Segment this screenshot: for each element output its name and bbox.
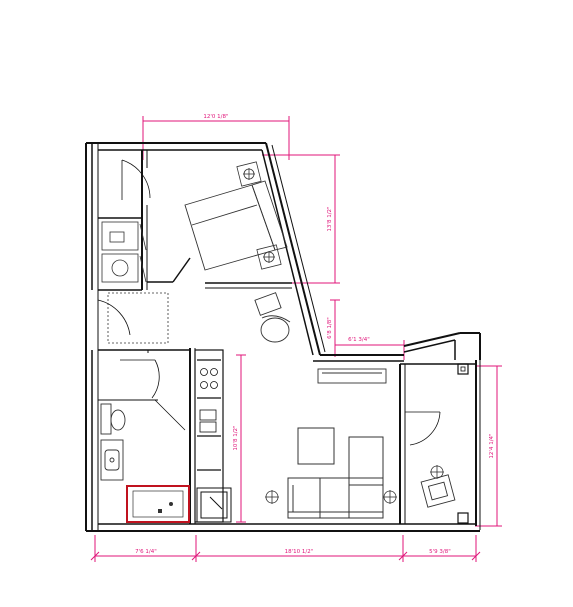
tv-console bbox=[317, 368, 387, 384]
dim-bedroom-width: 12'0 1/8" bbox=[203, 114, 228, 120]
bathroom-fixtures bbox=[100, 403, 126, 481]
dim-bottom-right: 5'9 3/8" bbox=[429, 549, 451, 555]
balcony-side-table bbox=[430, 465, 444, 479]
entry-area bbox=[107, 292, 169, 344]
sectional-sofa bbox=[287, 436, 384, 519]
dim-bottom-middle: 18'10 1/2" bbox=[285, 549, 314, 555]
dim-bottom-left: 7'6 1/4" bbox=[135, 549, 157, 555]
closet-washer-dryer bbox=[101, 221, 147, 283]
stove bbox=[200, 368, 218, 389]
nightstand-bottom bbox=[256, 244, 282, 270]
bed bbox=[184, 180, 288, 271]
dim-window-offset: 6'1 3/4" bbox=[348, 337, 370, 343]
interior-walls bbox=[98, 150, 476, 524]
dim-hall-gap: 6'8 1/8" bbox=[327, 317, 333, 339]
dim-balcony-depth: 12'4 1/4" bbox=[489, 433, 495, 458]
exterior-walls bbox=[85, 142, 481, 532]
dim-kitchen-run: 10'8 1/2" bbox=[233, 425, 239, 450]
dining-table bbox=[297, 427, 335, 465]
kitchen-sink bbox=[199, 409, 217, 433]
doors bbox=[97, 159, 441, 446]
nightstand-top bbox=[236, 161, 262, 187]
dimension-lines bbox=[90, 116, 502, 562]
side-table-right bbox=[383, 490, 397, 504]
dim-bedroom-depth: 13'8 1/2" bbox=[327, 206, 333, 231]
bathtub bbox=[126, 485, 190, 523]
side-table-left bbox=[265, 490, 279, 504]
kitchen-counter bbox=[194, 349, 224, 523]
balcony-chair bbox=[420, 474, 456, 508]
lounge-chair bbox=[254, 292, 291, 343]
refrigerator bbox=[196, 487, 232, 523]
